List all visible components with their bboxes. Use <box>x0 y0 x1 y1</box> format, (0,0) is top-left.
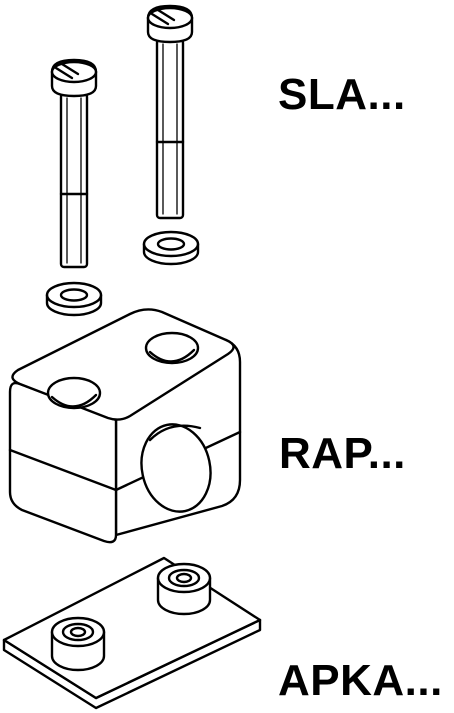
plate-part-label: APKA... <box>278 656 443 705</box>
clamp-part-label: RAP... <box>279 429 406 478</box>
right-screw <box>146 4 194 220</box>
right-washer <box>142 230 200 266</box>
screw-part-label: SLA... <box>278 70 406 119</box>
base-plate <box>2 556 262 710</box>
left-screw <box>50 58 98 269</box>
left-washer <box>45 281 103 317</box>
clamp-body <box>8 308 242 544</box>
